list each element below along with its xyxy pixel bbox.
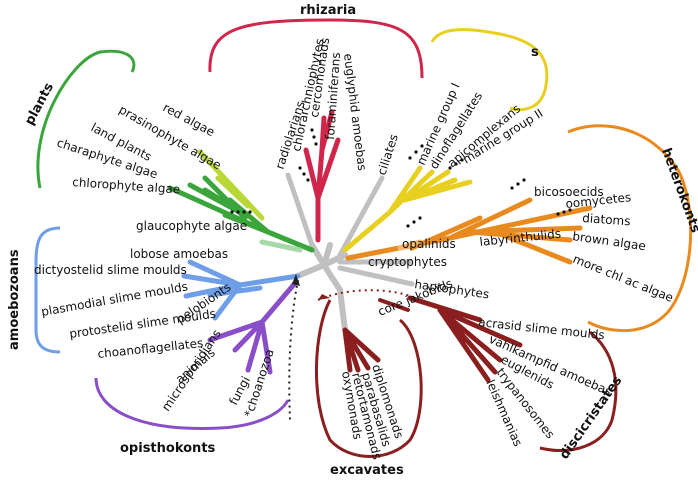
dotted-connector-left [288, 279, 299, 421]
taxon-ciliates: ciliates [375, 132, 401, 177]
ciliates-branch [337, 175, 385, 258]
plant-branches [167, 175, 315, 253]
group-label-opisthokonts: opisthokonts [120, 441, 216, 456]
opisthokont-branches [207, 279, 299, 375]
jakobid-branch [378, 298, 410, 312]
rhizaria-bracket [208, 18, 424, 79]
taxon-cryptophytes: cryptophytes [368, 255, 447, 269]
red-algae-branch [197, 149, 265, 221]
group-label-s: s [531, 45, 539, 60]
haptophytes-branch [337, 265, 415, 287]
excavate-trunk [337, 287, 348, 333]
group-label-excavates: excavates [330, 463, 404, 478]
taxon-oomycetes: oomycetes [565, 190, 632, 211]
excavate-branches [342, 327, 381, 373]
rhizaria-branches [303, 109, 341, 243]
discicristates-bracket [539, 330, 618, 452]
taxon-euglyphid-amoebas: euglyphid amoebas [341, 53, 369, 172]
taxon-brown-algae: brown algae [572, 229, 647, 253]
plants-bracket [36, 49, 136, 189]
taxon-lobose-amoebas: lobose amoebas [130, 247, 228, 261]
taxon-diatoms: diatoms [582, 211, 631, 228]
taxon-more-chl-ac-algae: more chl ac algae [571, 252, 676, 305]
s-group-branches [342, 165, 473, 253]
taxon-choanoflagellates: choanoflagellates [97, 336, 204, 361]
arrow-head-icon [292, 274, 300, 286]
amoebozoans-bracket [34, 226, 61, 354]
dot-clusters [230, 128, 572, 228]
amoebozoan-branches [181, 259, 301, 321]
radiolarians-branch [285, 172, 315, 248]
arrow-head-icon-right [318, 294, 330, 300]
center-trunk [297, 242, 348, 293]
opalinid-branch [397, 239, 423, 251]
taxon-dictyostelid: dictyostelid slime moulds [34, 263, 187, 277]
opisthokonts-bracket [94, 377, 290, 430]
group-label-rhizaria: rhizaria [300, 3, 356, 18]
glaucophyte-branch [259, 239, 303, 253]
taxon-opalinids: opalinids [402, 237, 456, 251]
group-label-heterokonts: heterokonts [658, 146, 698, 235]
heterokonts-bracket [567, 124, 693, 333]
group-label-amoebozoans: amoebozoans [7, 249, 22, 350]
taxon-foraminiferans: foraminiferans [323, 52, 343, 140]
s-group-bracket [430, 28, 549, 112]
taxon-bicosoecids: bicosoecids [534, 185, 604, 199]
taxon-glaucophyte-algae: glaucophyte algae [136, 219, 247, 233]
discicristate-branches [407, 295, 523, 383]
taxon-chlorophyte-algae: chlorophyte algae [72, 175, 181, 197]
excavates-bracket [314, 299, 423, 458]
